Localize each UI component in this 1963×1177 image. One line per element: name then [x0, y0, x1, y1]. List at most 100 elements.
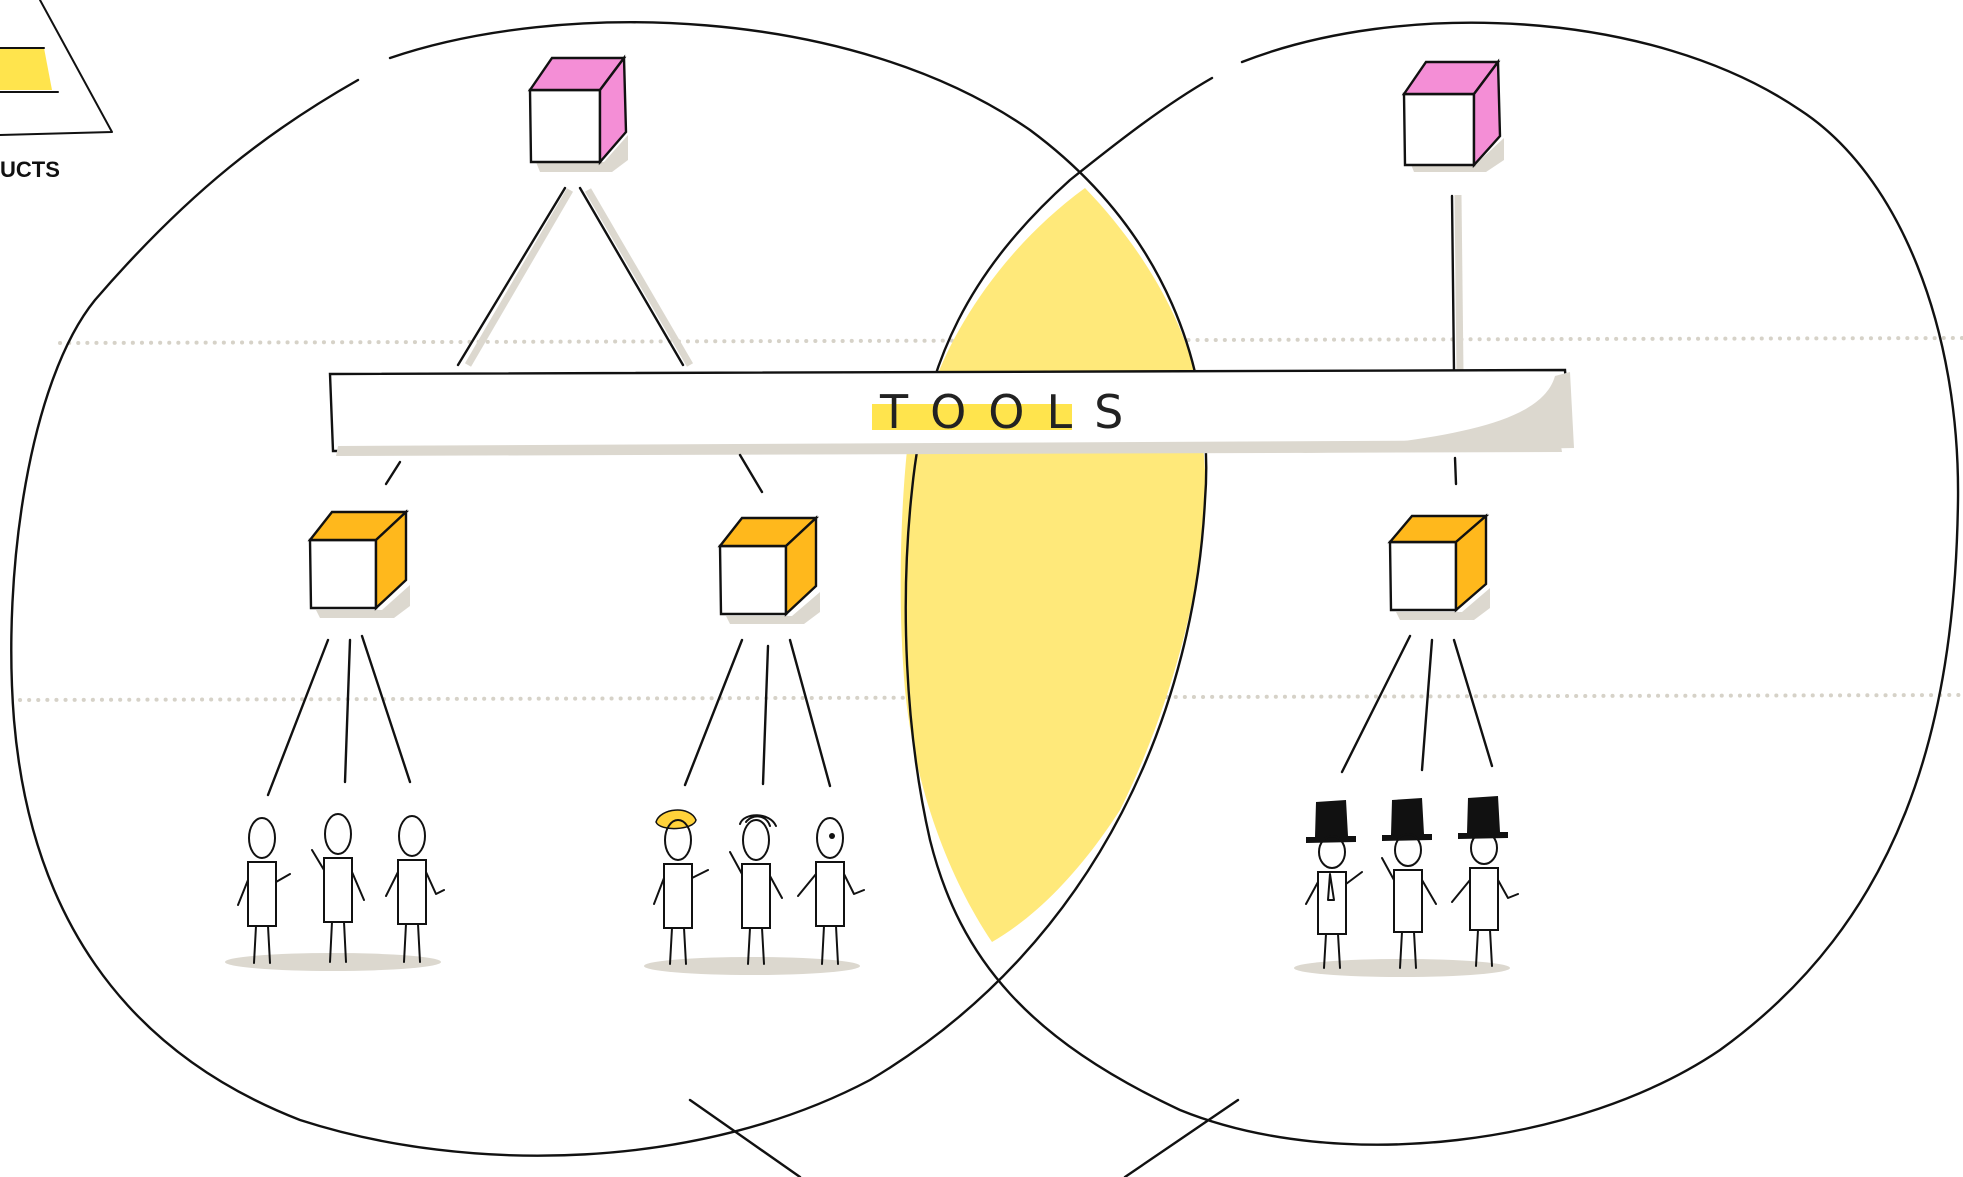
tools-bar: TOOLS [328, 368, 1574, 456]
cube-side [1472, 58, 1502, 169]
connector [1420, 638, 1434, 772]
corner-pyramid-fragment: UCTS [0, 0, 113, 182]
tools-label-highlight [872, 404, 1072, 430]
connector [1340, 634, 1412, 774]
cube-front [718, 544, 788, 616]
tools-label: TOOLS [879, 385, 1145, 439]
figure-limbs [653, 869, 709, 965]
figure-limbs [385, 871, 445, 963]
figure-head [324, 813, 352, 855]
stick-figure [797, 817, 865, 965]
stick-figure-top-hat [1381, 798, 1437, 969]
connector [761, 644, 770, 786]
tools-bar-shadow-edge [1300, 372, 1574, 453]
figure-body [323, 857, 353, 923]
people-group-left-a [225, 813, 445, 971]
cube-front [528, 88, 602, 164]
connector [788, 638, 832, 788]
orange-cube-left [307, 509, 410, 618]
figure-tie [1327, 873, 1335, 901]
figure-limbs [1451, 879, 1519, 967]
intersection-highlight [900, 188, 1206, 942]
figure-head [664, 819, 692, 861]
figure-hair [739, 814, 777, 827]
group-shadow [644, 957, 860, 975]
figure-head [742, 819, 770, 861]
figure-limbs [1305, 871, 1363, 969]
figure-body [663, 863, 693, 929]
connector-left-a [456, 186, 567, 367]
figure-body [815, 861, 845, 927]
bar-tick-mid [738, 453, 764, 494]
connector [343, 638, 352, 784]
cube-front [1402, 92, 1476, 167]
left-circle [10, 21, 1208, 1157]
cube-front [308, 538, 378, 610]
pyramid-band-yellow [0, 48, 52, 90]
pyramid-outline [0, 0, 113, 136]
top-connectors [456, 186, 1464, 374]
cube-shadow [726, 592, 820, 624]
cube-side [598, 54, 628, 166]
cube-shadow [1396, 588, 1490, 620]
figure-head [398, 815, 426, 857]
stick-figure [385, 815, 445, 963]
group-shadow [225, 953, 441, 971]
figure-body [741, 863, 771, 929]
figure-eye [829, 833, 835, 839]
stick-figure [311, 813, 365, 963]
connector [683, 638, 744, 787]
figure-head [1470, 831, 1498, 865]
cube-side [374, 509, 408, 611]
guide-line-lower [18, 693, 1963, 702]
guide-line-upper [58, 336, 1963, 345]
connector [1452, 638, 1494, 768]
connector-right [1450, 194, 1456, 374]
figure-head [1394, 833, 1422, 867]
figure-head [816, 817, 844, 859]
cube-side [784, 515, 818, 617]
cube-side [1454, 513, 1488, 613]
figure-body [247, 861, 277, 927]
connector-shadow [464, 188, 574, 367]
figure-limbs [311, 849, 365, 963]
top-hat-icon [1458, 796, 1508, 839]
connector [266, 638, 330, 797]
bar-tick-right [1453, 456, 1458, 486]
pink-cube-left [527, 54, 628, 172]
stick-figure [237, 817, 291, 964]
corner-label: UCTS [0, 157, 60, 182]
orange-cube-right [1387, 513, 1490, 620]
guide-lines [18, 336, 1963, 702]
figure-limbs [797, 873, 865, 965]
connector [360, 634, 412, 784]
cube-shadow [316, 585, 410, 618]
bar-tick-left [384, 460, 402, 486]
stick-figure [729, 814, 783, 965]
connector-left-b [578, 186, 685, 367]
people-group-left-b [644, 809, 865, 975]
connector-shadow [1454, 194, 1464, 373]
orange-cube-middle [717, 515, 820, 624]
figure-body [1469, 867, 1499, 931]
pink-cube-right [1401, 58, 1504, 172]
people-group-right [1294, 796, 1519, 977]
top-hat-icon [1382, 798, 1432, 841]
tools-bar-bottom-shade [336, 440, 1562, 456]
figure-limbs [1381, 857, 1437, 969]
stick-figure-top-hat [1451, 796, 1519, 967]
left-circle-tail [688, 1098, 802, 1177]
connector-shadow [584, 188, 694, 367]
figure-limbs [729, 851, 783, 965]
figure-head [248, 817, 276, 859]
top-hat-icon [1306, 800, 1356, 843]
figure-head [1318, 835, 1346, 869]
people-connectors [266, 634, 1494, 797]
stick-figure [653, 809, 709, 965]
group-shadow [1294, 959, 1510, 977]
figure-body [397, 859, 427, 925]
figure-body [1393, 869, 1423, 933]
cube-front [1388, 540, 1458, 612]
right-circle-tail [1123, 1098, 1240, 1177]
